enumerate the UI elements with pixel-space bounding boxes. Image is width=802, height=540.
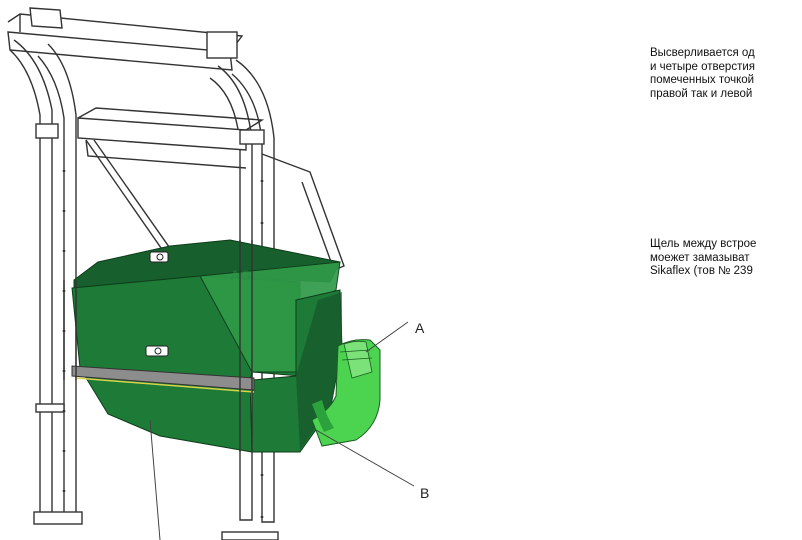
support-frame — [7, 7, 345, 540]
callout-label-b: B — [420, 485, 429, 501]
callout-leaders — [149, 321, 415, 540]
svg-text:AG: AG — [230, 267, 251, 283]
rail-strip — [71, 365, 255, 391]
collection-bin: AG — [63, 239, 343, 453]
callout-label-a: A — [415, 320, 425, 336]
drilling-note: Высверливается од и четыре отверстия пом… — [650, 47, 755, 100]
gap-sealing-note: Щель между встрое моежет замазыват Sikaf… — [650, 238, 757, 277]
outlet-chute — [311, 339, 381, 447]
